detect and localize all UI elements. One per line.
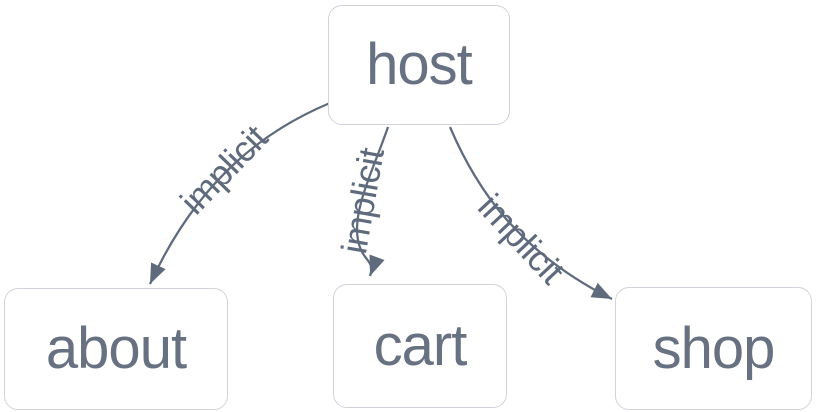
node-cart[interactable]: cart <box>333 284 507 408</box>
node-about[interactable]: about <box>4 288 228 410</box>
edge-host-cart <box>355 126 390 277</box>
node-host[interactable]: host <box>328 5 510 125</box>
edge-host-about <box>148 101 331 285</box>
edge-host-shop <box>448 126 613 301</box>
node-shop[interactable]: shop <box>615 287 812 410</box>
